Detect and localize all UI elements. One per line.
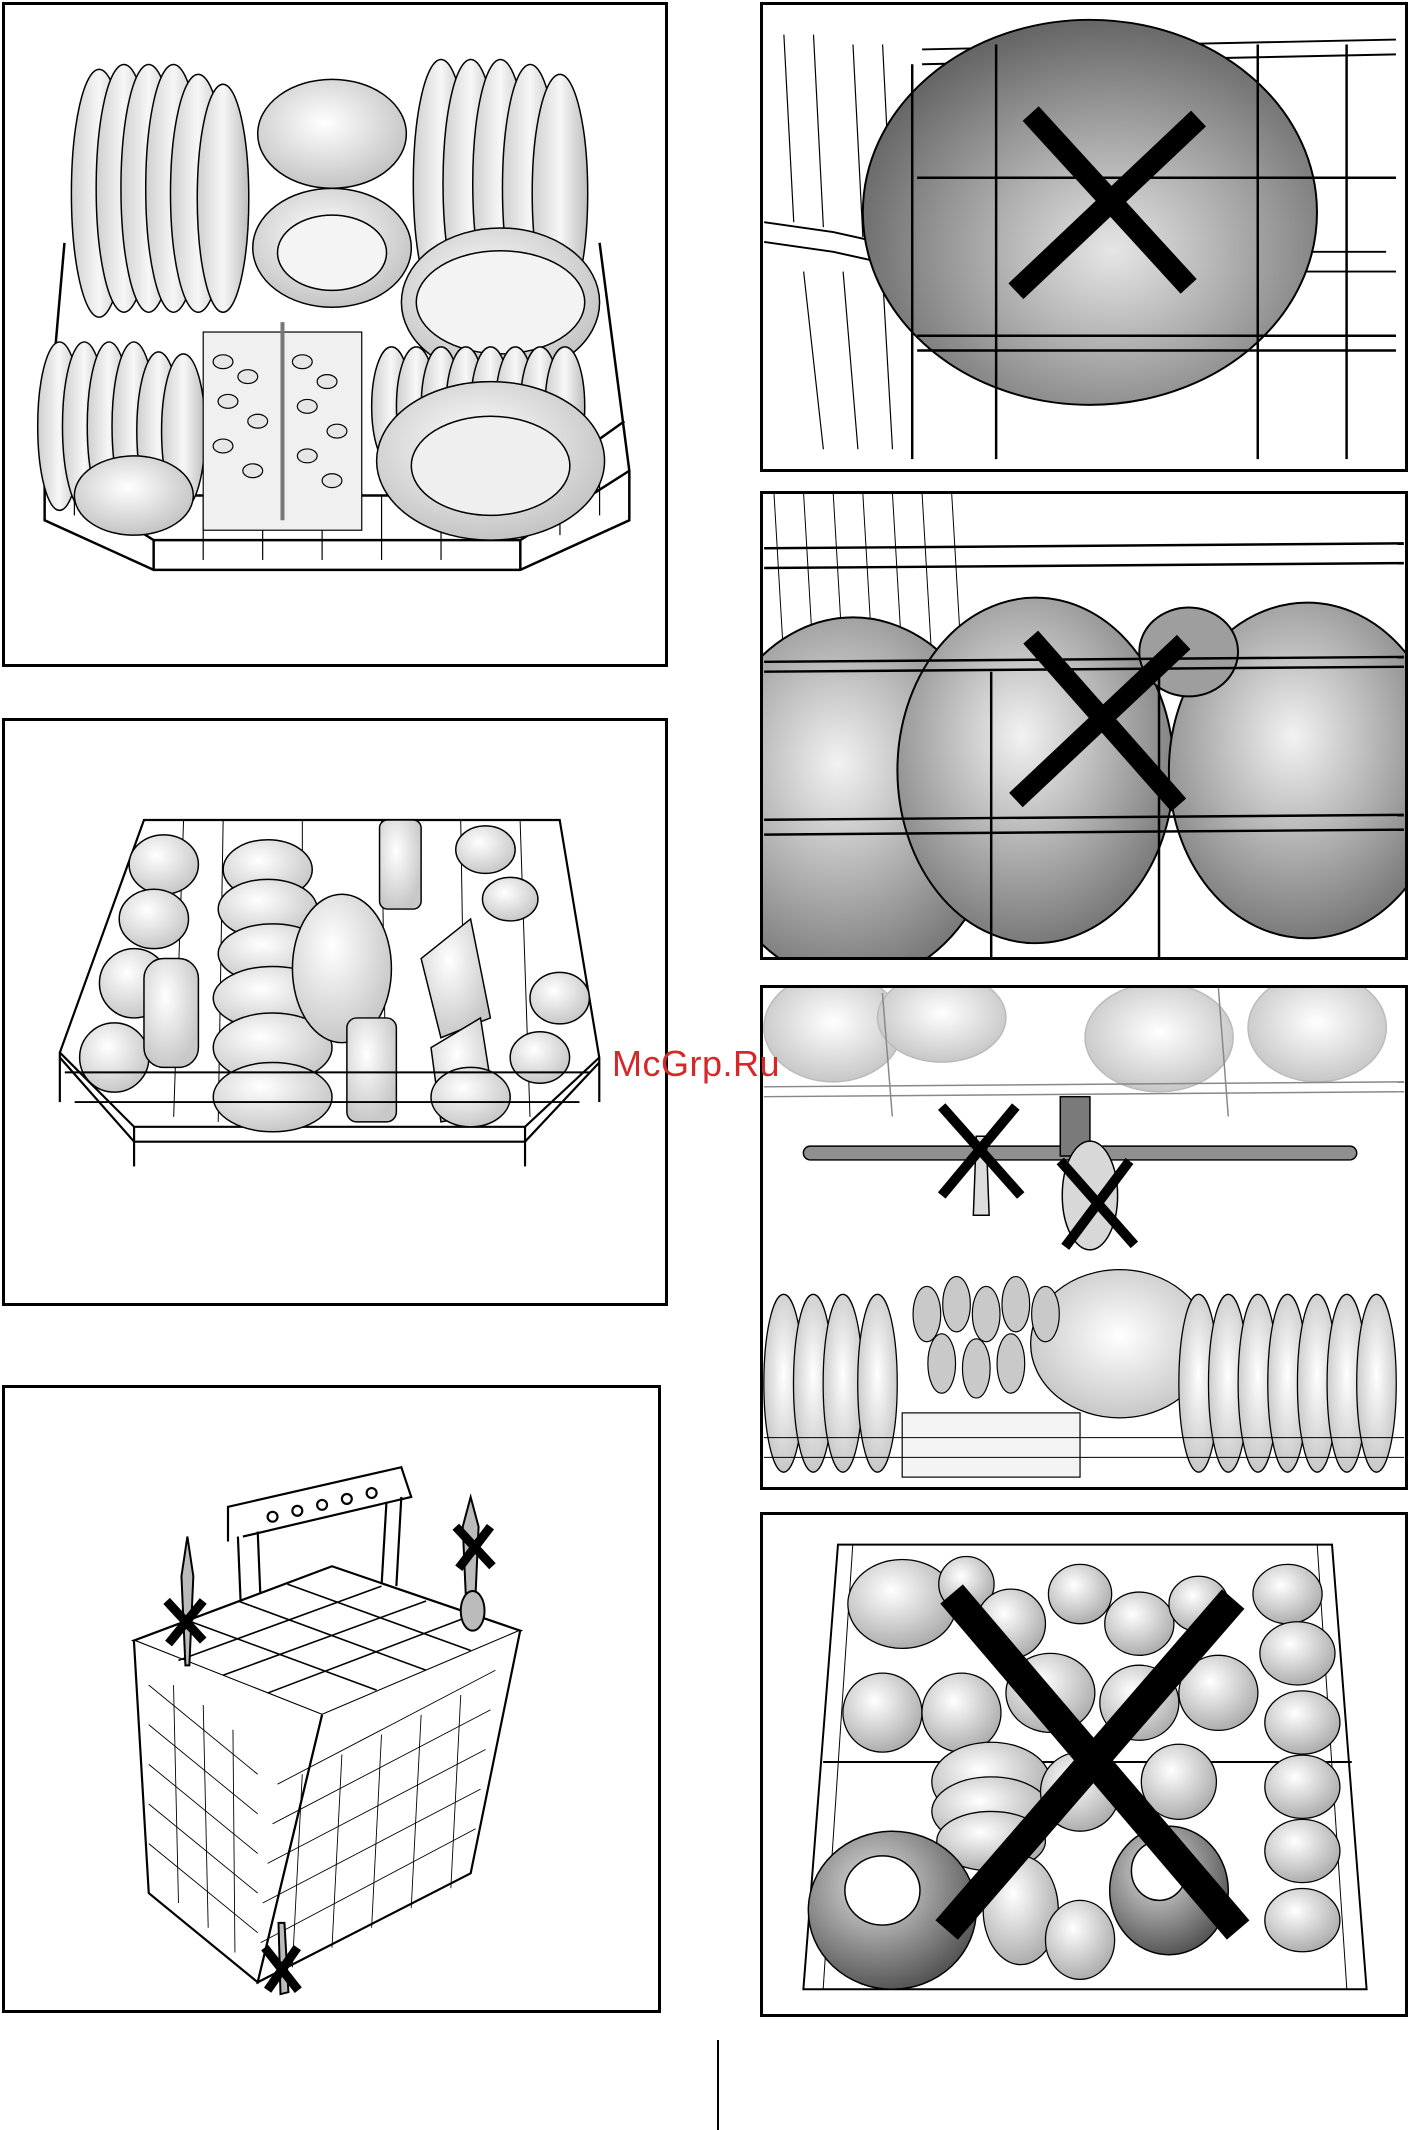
wrong-spray-arm-figure <box>760 985 1408 1490</box>
watermark-text: McGrp.Ru <box>612 1043 780 1085</box>
page-divider <box>717 2040 719 2130</box>
wrong-large-bowl-lower-rack-illustration <box>763 5 1405 469</box>
lower-rack-figure <box>2 2 668 667</box>
wrong-lower-rack-figure <box>760 2 1408 472</box>
wrong-bowls-upper-rack-illustration <box>763 494 1405 957</box>
upper-rack-loaded-illustration <box>5 721 665 1303</box>
wrong-overloaded-upper-rack-illustration <box>763 1515 1405 2014</box>
wrong-cutlery-blocking-spray-arm-illustration <box>763 988 1405 1487</box>
lower-rack-loaded-illustration <box>5 5 665 664</box>
cutlery-basket-illustration <box>5 1388 658 2010</box>
cutlery-basket-figure <box>2 1385 661 2013</box>
upper-rack-figure <box>2 718 668 1306</box>
wrong-overloaded-rack-figure <box>760 1512 1408 2017</box>
wrong-upper-rack-bowls-figure <box>760 491 1408 960</box>
